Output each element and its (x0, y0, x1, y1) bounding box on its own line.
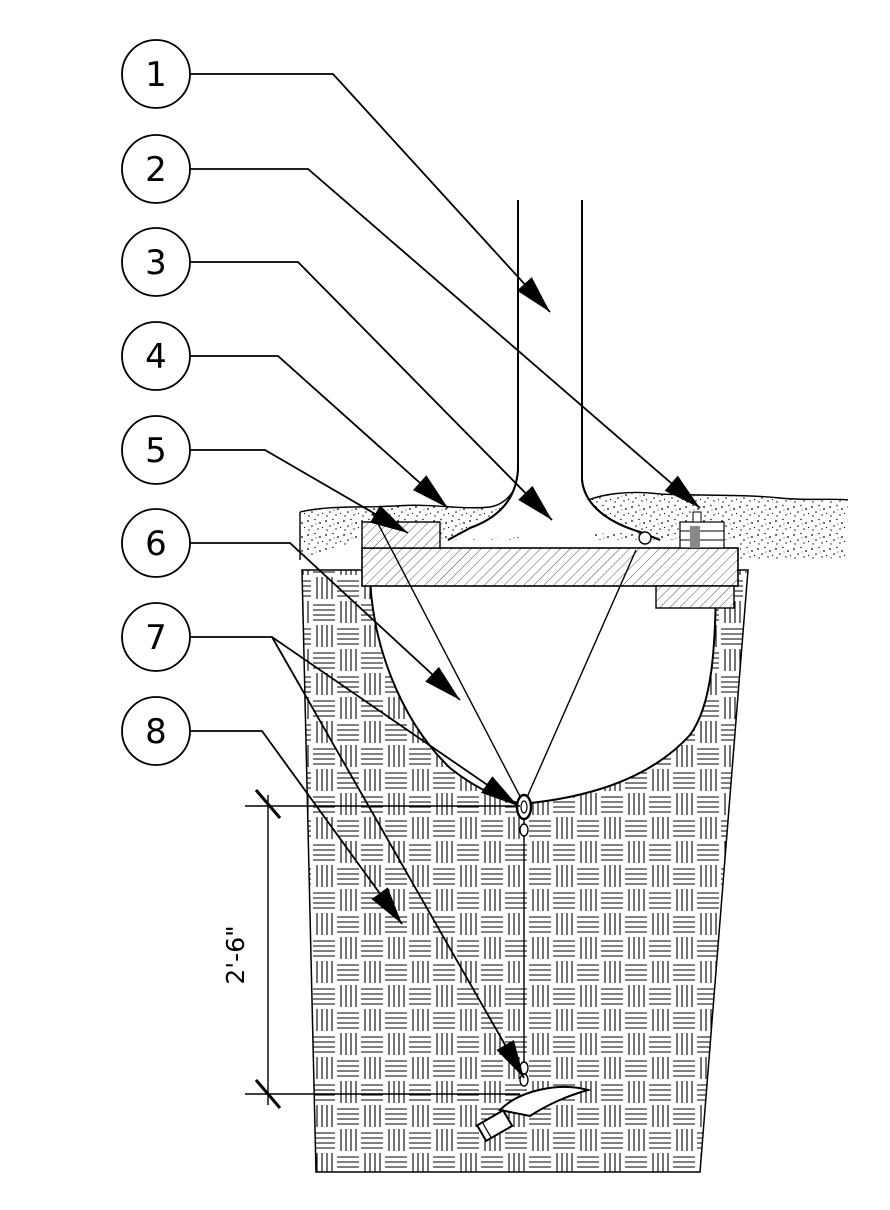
callout-7: 7 (121, 602, 191, 672)
callout-1: 1 (121, 39, 191, 109)
callout-6-number: 6 (145, 524, 167, 564)
callout-3-number: 3 (145, 243, 167, 283)
guy-wire-left (371, 511, 525, 805)
callout-6: 6 (121, 508, 191, 578)
leader-arrowhead-2 (664, 475, 700, 508)
stake-block-left (361, 521, 441, 549)
leader-arrowhead-4 (413, 475, 448, 508)
callout-4: 4 (121, 321, 191, 391)
leader-arrowhead-8 (371, 887, 402, 924)
leader-line-3 (190, 261, 553, 521)
leader-line-1 (190, 73, 551, 313)
guy-wire-right (523, 549, 637, 805)
finish-grade-line (299, 485, 517, 513)
callout-leaders (190, 73, 701, 1079)
tie-fastener (638, 511, 725, 549)
leader-line-2 (190, 168, 701, 509)
callout-4-number: 4 (145, 337, 167, 377)
callout-3: 3 (121, 227, 191, 297)
leader-line-8 (190, 730, 403, 925)
callout-8: 8 (121, 696, 191, 766)
finish-grade-line-right (583, 491, 849, 503)
callout-1-number: 1 (145, 55, 167, 95)
leader-arrowhead-7b (496, 1040, 524, 1078)
depth-dimension (245, 789, 520, 1109)
trunk-flare-fill (448, 200, 640, 540)
leader-arrowhead-7 (481, 776, 518, 806)
leader-arrowhead-6 (425, 666, 460, 700)
turnbuckle (515, 793, 533, 837)
leader-line-7b (271, 636, 525, 1079)
stake-block-right (655, 585, 735, 609)
callout-5: 5 (121, 415, 191, 485)
callout-7-number: 7 (145, 618, 167, 658)
leader-line-4 (190, 355, 449, 509)
leader-arrowhead-5 (370, 505, 408, 533)
trunk-flare-right (581, 479, 661, 541)
trunk-flare-left (447, 469, 519, 541)
callout-2-number: 2 (145, 150, 167, 190)
callout-8-number: 8 (145, 712, 167, 752)
crossbar-board (361, 547, 739, 587)
depth-dimension-label: 2'-6" (221, 925, 250, 984)
leader-line-6 (190, 542, 461, 701)
leader-arrowhead-1 (517, 277, 550, 312)
callout-2: 2 (121, 134, 191, 204)
leader-arrowhead-3 (518, 485, 552, 520)
callout-5-number: 5 (145, 431, 167, 471)
leader-line-5 (190, 449, 409, 534)
